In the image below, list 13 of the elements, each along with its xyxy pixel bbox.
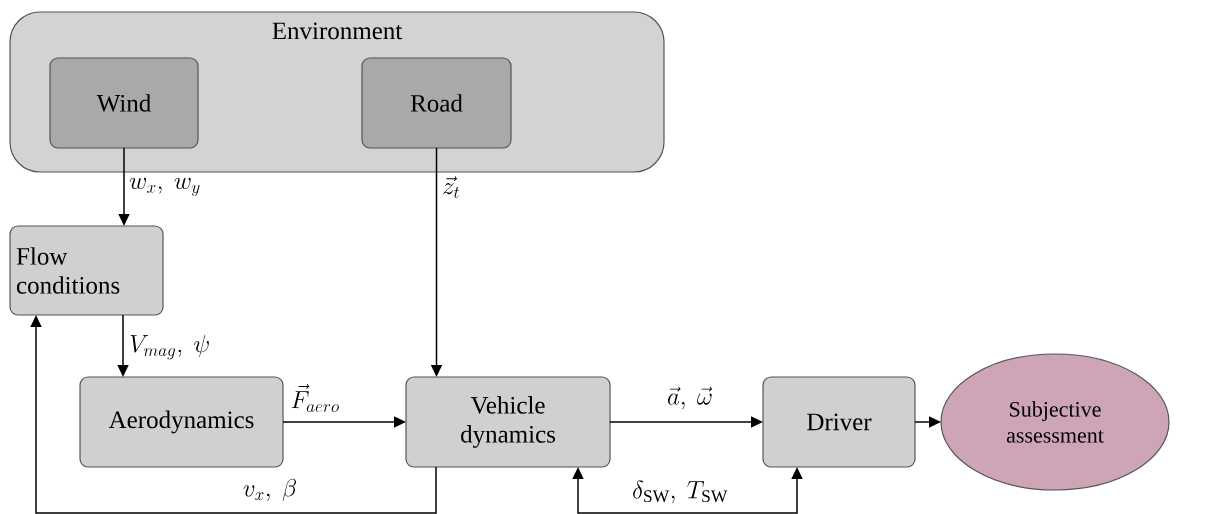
- process-box: Aerodynamics: [79, 376, 284, 468]
- edge-label: $w_x,\ w_y$: [128, 177, 202, 197]
- process-box: Flow conditions: [9, 225, 164, 316]
- process-box: Vehicle dynamics: [405, 376, 611, 468]
- edge-label: $V_{mag},\ \psi$: [128, 333, 212, 361]
- edge-label: $\vec{F}_{aero}$: [289, 383, 341, 413]
- edge-label: $\vec{z}_t$: [441, 175, 462, 199]
- edge-label: $\vec{a},\ \vec{\omega}$: [666, 385, 714, 411]
- process-box: Road: [361, 57, 512, 149]
- edge-label: $v_x,\ \beta$: [241, 477, 299, 503]
- process-box: Wind: [49, 57, 199, 149]
- process-box: Driver: [762, 376, 916, 468]
- edge-label: $\delta_{\mathrm{SW}},\ T_{\mathrm{SW}}$: [631, 479, 729, 505]
